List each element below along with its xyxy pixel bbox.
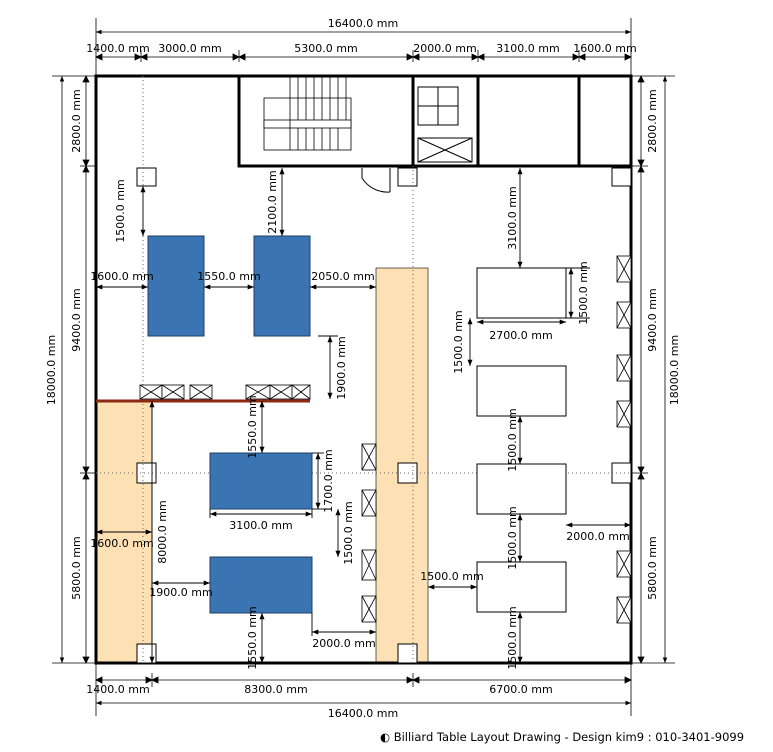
dim-left-2: 9400.0 mm [70,288,83,351]
dim-top-1: 1400.0 mm [86,42,149,55]
dim-label: 1500.0 mm [506,606,519,669]
dim-label: 1500.0 mm [452,310,465,373]
window-icon [417,86,459,126]
half-circle-icon: ◐ [380,730,391,744]
dim-bottom-2: 8300.0 mm [244,683,307,696]
dim-label: 1900.0 mm [149,586,212,599]
dim-right-2: 9400.0 mm [646,288,659,351]
dim-label: 1500.0 mm [506,408,519,471]
white-tables [476,267,567,613]
dim-label: 1500.0 mm [420,570,483,583]
dim-label: 1900.0 mm [335,336,348,399]
billiard-tables [147,235,313,614]
dim-label: 3100.0 mm [506,186,519,249]
dim-label: 1500.0 mm [577,261,590,324]
dim-right-1: 2800.0 mm [646,89,659,152]
dim-label: 2700.0 mm [489,329,552,342]
interior-labels: 1500.0 mm 2100.0 mm 1600.0 mm 1550.0 mm … [90,170,629,669]
table-outline [476,561,567,613]
dim-bottom-3: 6700.0 mm [489,683,552,696]
dim-right-3: 5800.0 mm [646,536,659,599]
upper-rooms [237,74,633,168]
dim-left-overall: 18000.0 mm [45,335,58,405]
dim-label: 1500.0 mm [342,501,355,564]
dim-label: 1500.0 mm [506,506,519,569]
table-outline [476,365,567,417]
dim-label: 1550.0 mm [197,270,260,283]
dim-label: 1550.0 mm [246,606,259,669]
dim-label: 2000.0 mm [312,637,375,650]
dim-top-3: 5300.0 mm [294,42,357,55]
interior-dimensions [96,168,631,663]
grid-lines [96,76,631,663]
columns [136,167,632,664]
dim-label: 1550.0 mm [246,395,259,458]
billiard-table [253,235,311,337]
benches [139,255,632,624]
exterior-labels: 16400.0 mm 1400.0 mm 3000.0 mm 5300.0 mm… [45,17,681,720]
dim-right-overall: 18000.0 mm [668,335,681,405]
dim-top-overall: 16400.0 mm [328,17,398,30]
dim-bottom-1: 1400.0 mm [86,683,149,696]
footer-caption: ◐ Billiard Table Layout Drawing - Design… [380,730,744,744]
table-outline [476,463,567,515]
dim-top-5: 3100.0 mm [496,42,559,55]
exterior-dimensions [52,18,675,716]
dim-label: 1600.0 mm [90,537,153,550]
dim-left-1: 2800.0 mm [70,89,83,152]
dim-left-3: 5800.0 mm [70,536,83,599]
billiard-table [209,556,313,614]
dim-label: 2050.0 mm [311,270,374,283]
dim-top-6: 1600.0 mm [573,42,636,55]
staircase [263,76,352,151]
cabinet-icon [417,137,473,163]
footer-text: Billiard Table Layout Drawing - Design k… [393,730,745,744]
dim-top-2: 3000.0 mm [158,42,221,55]
dim-label: 1700.0 mm [322,449,335,512]
door-icon [361,168,391,193]
dim-bottom-overall: 16400.0 mm [328,707,398,720]
dim-label: 2000.0 mm [566,530,629,543]
billiard-table [209,452,313,510]
dim-top-4: 2000.0 mm [413,42,476,55]
dim-label: 1500.0 mm [114,179,127,242]
dim-label: 8000.0 mm [156,500,169,563]
dim-label: 3100.0 mm [229,519,292,532]
dim-label: 2100.0 mm [266,170,279,233]
billiard-table [147,235,205,337]
dim-label: 1600.0 mm [90,270,153,283]
table-outline [476,267,567,319]
